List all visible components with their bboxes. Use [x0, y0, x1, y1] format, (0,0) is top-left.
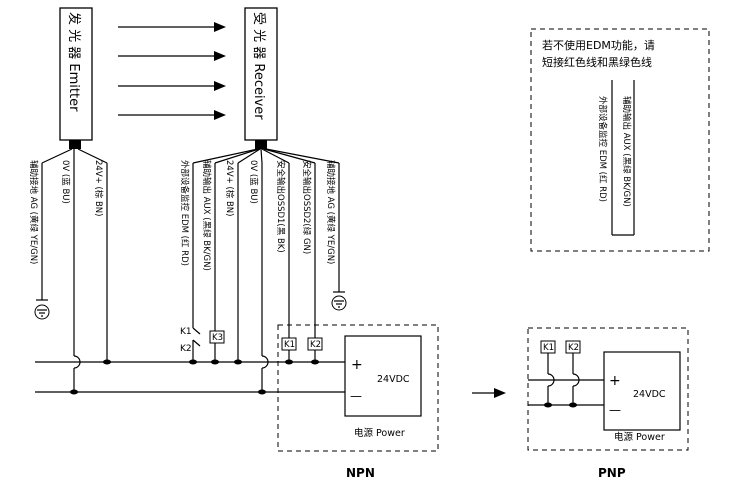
receiver-wire-ossd2: 安全输出OSSD2(绿 GN): [301, 160, 312, 254]
note-line-2: 短接红色线和黑绿色线: [542, 55, 652, 69]
edm-relay-contacts: K1 K2 K3: [180, 327, 225, 354]
emitter-wire-group: 辅助接地 AG (黄绿 YE/GN) 0V (蓝 BU) 24V+ (棕 BN): [28, 148, 108, 392]
power-bus: [35, 359, 345, 395]
emitter-label: 发 光 器 Emitter: [66, 12, 82, 112]
receiver-wire-group: 外部设备监控 EDM (红 RD) 辅助输出 AUX (黑绿 BK/GN) 24…: [179, 148, 347, 392]
npn-minus-sign: —: [350, 389, 362, 403]
pnp-voltage-label: 24VDC: [633, 389, 666, 400]
pnp-relay-k2-label: K2: [568, 343, 579, 353]
note-line-1: 若不使用EDM功能，请: [542, 38, 655, 52]
note-wire-edm: 外部设备监控 EDM (红 RD): [597, 96, 608, 202]
pnp-relay-k1-label: K1: [543, 343, 554, 353]
emitter: 发 光 器 Emitter: [59, 7, 93, 149]
contact-k2-label: K2: [180, 344, 192, 354]
relay-k3-label: K3: [212, 333, 223, 343]
npn-power-box: K1 K2 + — 24VDC 电源 Power: [277, 324, 439, 452]
pnp-power-box: K1 K2 + — 24VDC 电源 Power: [527, 327, 689, 451]
note-wire-aux: 辅助输出 AUX (黑绿 BK/GN): [621, 96, 632, 207]
npn-relay-k2-label: K2: [310, 340, 321, 350]
receiver-wire-24v: 24V+ (棕 BN): [224, 160, 235, 216]
receiver-wire-0v: 0V (蓝 BU): [248, 160, 259, 204]
edm-note-box: 若不使用EDM功能，请 短接红色线和黑绿色线 辅助输出 AUX (黑绿 BK/G…: [530, 28, 710, 252]
receiver-wire-ossd1: 安全输出OSSD1(黑 BK): [275, 160, 286, 253]
npn-plus-sign: +: [351, 357, 363, 373]
emitter-wire-ag: 辅助接地 AG (黄绿 YE/GN): [28, 160, 39, 264]
contact-k1-label: K1: [180, 327, 192, 337]
pnp-minus-sign: —: [609, 403, 621, 417]
emitter-wire-0v: 0V (蓝 BU): [60, 160, 71, 204]
emitter-wire-24v: 24V+ (棕 BN): [93, 160, 104, 216]
npn-power-label: 电源 Power: [354, 427, 405, 439]
pnp-plus-sign: +: [609, 373, 621, 389]
npn-voltage-label: 24VDC: [377, 374, 410, 385]
npn-relay-k1-label: K1: [284, 340, 295, 350]
light-beam-arrows: [118, 22, 226, 120]
receiver-wire-ag: 辅助接地 AG (黄绿 YE/GN): [325, 160, 336, 264]
receiver: 受 光 器 Receiver: [244, 7, 278, 149]
receiver-wire-edm: 外部设备监控 EDM (红 RD): [179, 160, 190, 266]
npn-caption: NPN: [346, 466, 375, 480]
pnp-caption: PNP: [598, 466, 626, 480]
npn-to-pnp-arrow: [472, 388, 506, 398]
receiver-wire-aux: 辅助输出 AUX (黑绿 BK/GN): [201, 160, 212, 271]
receiver-label: 受 光 器 Receiver: [251, 12, 266, 120]
pnp-power-label: 电源 Power: [614, 431, 665, 443]
